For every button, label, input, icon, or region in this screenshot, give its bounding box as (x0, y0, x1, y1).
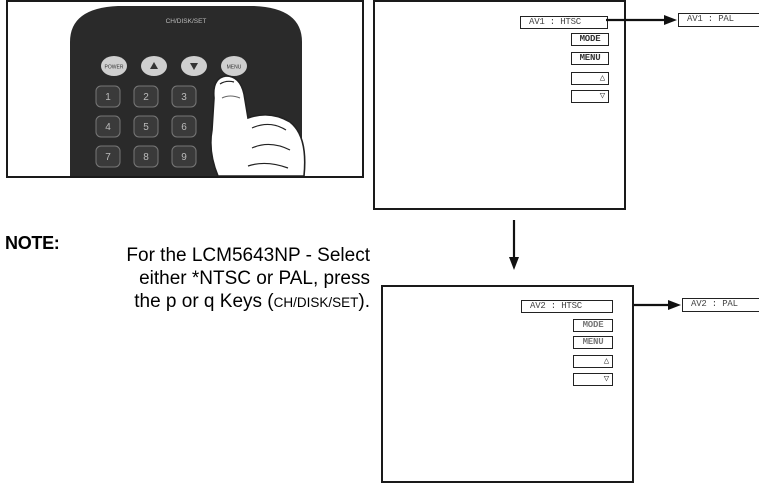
osd-result-av2-pal: AV2 : PAL (682, 298, 759, 312)
note-title: NOTE: (5, 233, 60, 253)
remote-function-keys: POWER MENU (101, 56, 247, 76)
key-4: 4 (105, 122, 111, 133)
up-key-icon (150, 62, 158, 69)
down-triangle-icon: ▽ (599, 91, 605, 101)
number-keypad: 1 2 3 4 5 6 7 8 9 (95, 85, 197, 168)
down-key-icon (190, 63, 198, 70)
remote-illustration: CH/DISK/SET POWER MENU 1 2 (6, 0, 364, 178)
menu-key-label: MENU (227, 65, 242, 71)
hand-pressing-icon (210, 75, 306, 176)
note-line-3-keys: CH/DISK/SET (273, 295, 359, 310)
osd-menu-button-2: MENU (573, 336, 613, 349)
note-line-1: For the LCM5643NP - Select (126, 245, 370, 266)
key-6: 6 (181, 122, 187, 133)
note-line-3: the p or q Keys (CH/DISK/SET). (30, 290, 370, 314)
note-line-2: either *NTSC or PAL, press (139, 268, 370, 289)
osd-down-button: ▽ (571, 90, 609, 103)
note-line-3-end: ). (358, 291, 370, 312)
osd-up-button-2: △ (573, 355, 613, 368)
up-triangle-icon: △ (603, 356, 609, 366)
key-2: 2 (143, 92, 149, 103)
osd-mode-button: MODE (571, 33, 609, 46)
osd-menu-button: MENU (571, 52, 609, 65)
note-line-3-main: the p or q Keys ( (134, 291, 274, 312)
down-triangle-icon: ▽ (603, 374, 609, 384)
note-body: For the LCM5643NP - Select either *NTSC … (30, 244, 370, 314)
power-key-label: POWER (105, 65, 124, 71)
arrowhead-right-top (664, 15, 677, 25)
key-3: 3 (181, 92, 187, 103)
key-1: 1 (105, 92, 111, 103)
osd-result-av1-pal: AV1 : PAL (678, 13, 759, 27)
osd-mode-button-2: MODE (573, 319, 613, 332)
arrowhead-right-bottom (668, 300, 681, 310)
key-7: 7 (105, 152, 111, 163)
osd-source-field-2: AV2 : HTSC (521, 300, 613, 313)
key-5: 5 (143, 122, 149, 133)
arrowhead-down (509, 257, 519, 270)
key-9: 9 (181, 152, 187, 163)
osd-up-button: △ (571, 72, 609, 85)
up-triangle-icon: △ (599, 73, 605, 83)
osd-down-button-2: ▽ (573, 373, 613, 386)
key-8: 8 (143, 152, 149, 163)
osd-screen-av2: AV2 : HTSC MODE MENU △ ▽ (381, 285, 634, 483)
remote-top-label: CH/DISK/SET (166, 18, 207, 25)
osd-source-field: AV1 : HTSC (520, 16, 608, 29)
osd-screen-av1: AV1 : HTSC MODE MENU △ ▽ (373, 0, 626, 210)
